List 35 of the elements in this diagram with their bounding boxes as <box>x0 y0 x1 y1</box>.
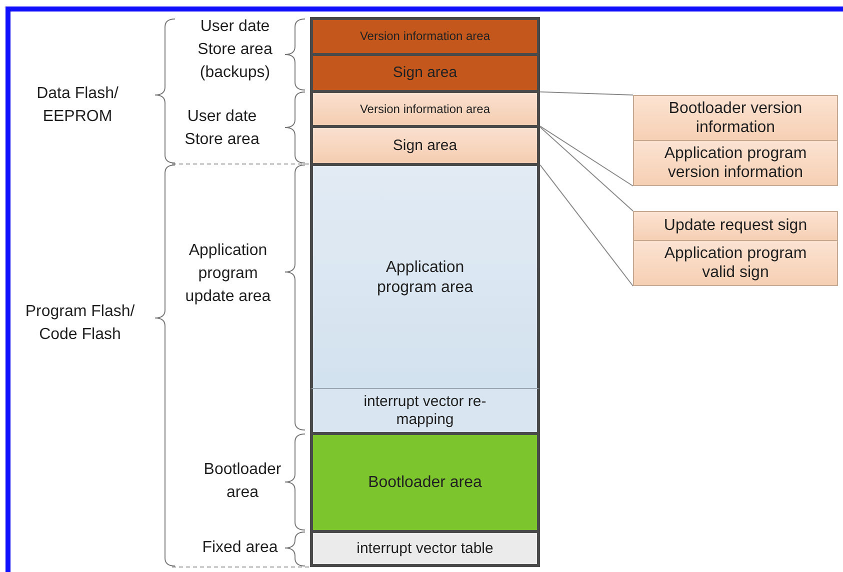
callout-box <box>633 140 838 186</box>
region-label: Bootloader area <box>202 460 282 504</box>
region-label: Data Flash/ EEPROM <box>36 84 120 128</box>
leader-line <box>540 126 634 212</box>
block-label: Sign area <box>392 136 458 154</box>
memory-block <box>310 90 540 128</box>
block-label: Application program version information <box>663 144 808 182</box>
callout-box <box>633 211 838 241</box>
memory-block <box>310 432 540 533</box>
callout-box <box>633 240 838 286</box>
block-label: interrupt vector re-mapping <box>363 392 487 428</box>
region-label: Program Flash/ Code Flash <box>24 302 136 346</box>
block-label: Bootloader version information <box>668 98 804 138</box>
block-label: Sign area <box>392 64 458 82</box>
block-label: Application program area <box>376 258 474 297</box>
block-label: Bootloader area <box>368 472 482 492</box>
block-label: interrupt vector table <box>356 540 494 558</box>
block-label: Version information area <box>360 29 490 44</box>
memory-block <box>310 53 540 93</box>
block-label: Version information area <box>360 102 490 116</box>
block-label: Update request sign <box>664 216 808 236</box>
region-label: Application program update area <box>184 241 272 308</box>
memory-block <box>310 17 540 56</box>
memory-block <box>310 163 540 389</box>
leader-line <box>540 126 634 186</box>
callout-box <box>633 95 838 141</box>
region-label: User date Store area (backups) <box>196 17 274 84</box>
leader-line <box>540 91 634 96</box>
block-label: Application program valid sign <box>663 244 808 282</box>
region-label: User date Store area <box>184 107 260 150</box>
memory-block <box>310 530 540 567</box>
memory-block <box>310 388 540 435</box>
region-label: Fixed area <box>201 538 279 558</box>
memory-block <box>310 125 540 166</box>
leader-line <box>540 164 634 286</box>
